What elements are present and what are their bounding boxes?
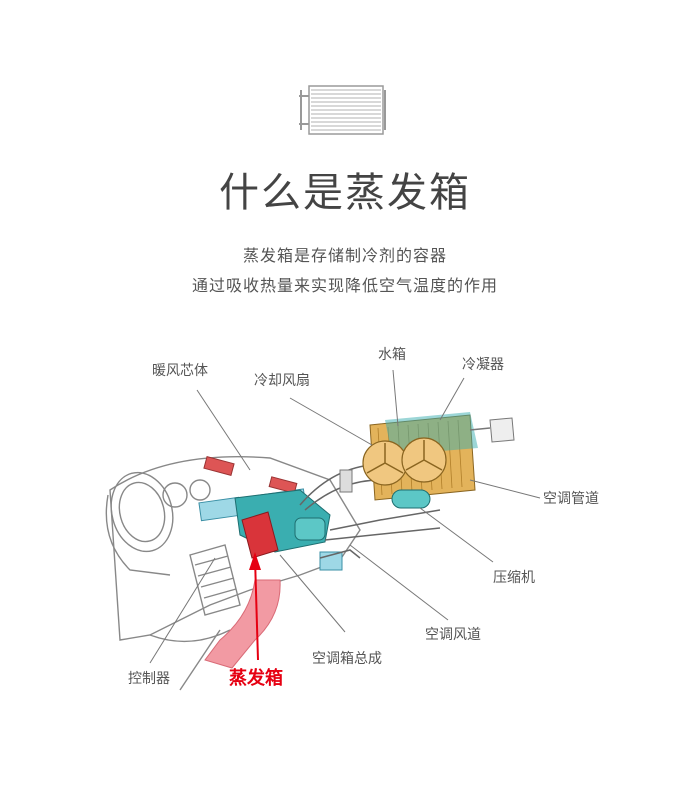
label-ac-pipe: 空调管道 (543, 491, 599, 507)
evaporator-arrow (249, 552, 261, 661)
label-ac-duct: 空调风道 (425, 627, 481, 643)
label-water-tank: 水箱 (378, 347, 406, 363)
label-evaporator: 蒸发箱 (229, 668, 283, 689)
label-ac-box-assembly: 空调箱总成 (312, 651, 382, 667)
evaporator-icon (299, 85, 386, 135)
ac-system-diagram: 暖风芯体 冷却风扇 水箱 冷凝器 空调管道 压缩机 空调风道 空调箱总成 控制器… (0, 330, 690, 730)
label-compressor: 压缩机 (493, 570, 535, 586)
label-heater-core: 暖风芯体 (152, 363, 208, 379)
label-cooling-fan: 冷却风扇 (254, 373, 310, 389)
subtitle-line-2: 通过吸收热量来实现降低空气温度的作用 (191, 276, 498, 295)
car-ac-illustration (105, 369, 541, 691)
subtitle-line-1: 蒸发箱是存储制冷剂的容器 (242, 246, 447, 265)
label-controller: 控制器 (128, 671, 170, 687)
label-condenser: 冷凝器 (462, 357, 504, 373)
page-title: 什么是蒸发箱 (219, 170, 471, 216)
